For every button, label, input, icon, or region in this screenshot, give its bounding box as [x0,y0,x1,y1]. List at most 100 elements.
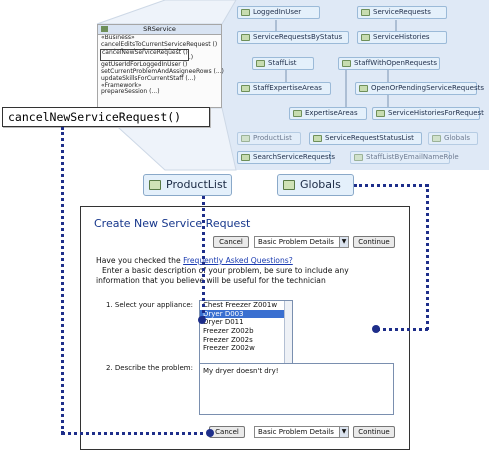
chevron-down-icon[interactable]: ▼ [339,427,348,437]
service-method[interactable]: cancelEditsToCurrentServiceRequest () [101,40,218,48]
node-label: ServiceHistories [373,33,430,41]
view-object-node[interactable]: LoggedInUser [237,6,320,19]
node-label: ServiceRequestsByStatus [253,33,343,41]
view-object-icon [361,34,370,41]
srservice-header: SRService [98,25,221,35]
form-title: Create New Service Request [94,217,251,230]
view-object-icon [241,135,250,142]
node-label: StaffExpertiseAreas [253,84,322,92]
stage-select-top[interactable]: Basic Problem Details ▼ [254,236,349,248]
node-label: ServiceRequests [373,8,431,16]
stage-select-value: Basic Problem Details [258,428,334,436]
productlist-connector [202,196,205,319]
view-object-icon [241,85,250,92]
view-object-node[interactable]: ServiceHistories [357,31,447,44]
diagram-connectors [275,20,397,107]
node-label: StaffList [268,59,297,67]
globals-connector-horizontal [354,184,428,187]
view-object-icon [432,135,441,142]
view-object-node[interactable]: StaffListByEmailNameRole [350,151,459,164]
productlist-big-node[interactable]: ProductList [143,174,232,196]
continue-button-bottom[interactable]: Continue [353,426,395,438]
intro-line-1: Enter a basic description of your proble… [102,266,349,275]
view-object-node[interactable]: ServiceHistoriesForRequest [372,107,484,120]
service-method[interactable]: updateSkillsForCurrentStaff (...) [101,74,196,82]
cancel-button-bottom[interactable]: Cancel [209,426,245,438]
view-object-icon [361,9,370,16]
node-label: LoggedInUser [253,8,302,16]
service-icon [101,26,108,32]
list-item[interactable]: Chest Freezer Z001w [203,301,278,309]
node-label: OpenOrPendingServiceRequests [371,84,485,92]
view-object-icon [241,9,250,16]
connector-endpoint-dot [198,316,206,324]
list-item[interactable]: Freezer Z002s [203,335,253,344]
globals-connector-vertical [426,184,429,330]
view-object-node[interactable]: ProductList [237,132,301,145]
view-object-icon [293,110,302,117]
continue-button-top[interactable]: Continue [353,236,395,248]
stage-select-bottom[interactable]: Basic Problem Details ▼ [254,426,349,438]
list-item[interactable]: Freezer Z002w [203,344,255,353]
srservice-title: SRService [143,25,176,33]
view-object-icon [283,180,295,190]
view-object-node[interactable]: StaffWithOpenRequests [338,57,440,70]
view-object-icon [256,60,265,67]
list-item-selected[interactable]: Dryer D003 [200,309,292,319]
service-line: «Business» [101,34,135,41]
globals-connector-end [377,328,428,331]
callout-connector-vertical [61,127,64,434]
view-object-node[interactable]: StaffList [252,57,314,70]
service-method[interactable]: prepareSession (...) [101,88,160,96]
view-object-node[interactable]: ServiceRequestStatusList [309,132,422,145]
problem-textarea[interactable]: My dryer doesn't dry! [199,363,394,415]
node-label: StaffWithOpenRequests [354,59,437,67]
list-item[interactable]: Dryer D011 [203,318,244,327]
view-object-node[interactable]: OpenOrPendingServiceRequests [355,82,484,95]
view-object-icon [359,85,368,92]
view-object-node[interactable]: ExpertiseAreas [289,107,367,120]
productlist-label: ProductList [166,178,227,191]
faq-link[interactable]: Frequently Asked Questions? [183,256,293,265]
view-object-icon [354,154,363,161]
node-label: Globals [444,134,470,142]
globals-label: Globals [300,178,341,191]
connector-endpoint-dot [372,325,380,333]
view-object-node[interactable]: ServiceRequests [357,6,447,19]
cancel-button-top[interactable]: Cancel [213,236,249,248]
view-object-icon [241,154,250,161]
appliance-listbox[interactable]: Chest Freezer Z001w Dryer D003 Dryer D01… [199,300,293,364]
view-object-node[interactable]: Globals [428,132,478,145]
list-item[interactable]: Freezer Z002b [203,327,254,336]
node-label: SearchServiceRequests [253,153,336,161]
node-label: ServiceRequestStatusList [325,134,414,142]
service-method[interactable]: setCurrentProblemAndAssigneeRows (...) [101,67,224,75]
chevron-down-icon[interactable]: ▼ [339,237,348,247]
listbox-scrollbar[interactable] [284,301,292,363]
view-object-icon [376,110,385,117]
connector-endpoint-dot [206,429,214,437]
service-method[interactable]: getUserIdForLoggedInUser () [101,61,188,69]
service-line: «Framework» [101,81,142,89]
intro-line-2: information that you believe will be use… [96,276,326,285]
service-method-selected[interactable]: cancelNewServiceRequest () [100,48,189,61]
view-object-node[interactable]: SearchServiceRequests [237,151,335,164]
problem-label: 2. Describe the problem: [106,364,193,372]
node-label: ProductList [253,134,292,142]
view-object-icon [149,180,161,190]
faq-line: Have you checked the Frequently Asked Qu… [96,256,293,265]
node-label: StaffListByEmailNameRole [366,153,459,161]
srservice-box[interactable]: SRService «Business» cancelEditsToCurren… [97,24,224,108]
faq-prefix: Have you checked the [96,256,184,265]
appliance-label: 1. Select your appliance: [106,301,193,309]
callout-connector-horizontal [61,432,211,435]
view-object-icon [241,34,250,41]
view-object-icon [313,135,322,142]
stage-select-value: Basic Problem Details [258,238,334,246]
node-label: ExpertiseAreas [305,109,358,117]
view-object-node[interactable]: ServiceRequestsByStatus [237,31,349,44]
node-label: ServiceHistoriesForRequest [388,109,484,117]
view-object-node[interactable]: StaffExpertiseAreas [237,82,331,95]
create-service-request-form: Create New Service Request Cancel Basic … [80,206,410,450]
globals-big-node[interactable]: Globals [277,174,354,196]
